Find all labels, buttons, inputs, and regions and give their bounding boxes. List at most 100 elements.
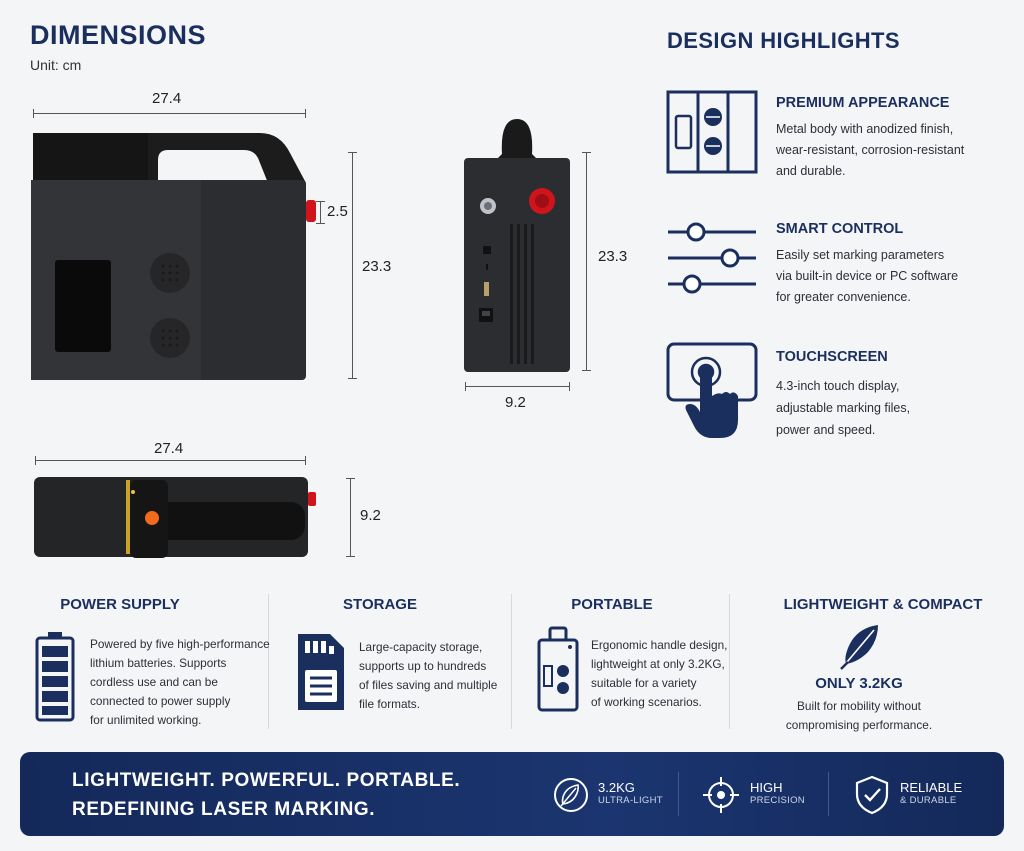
sd-card-icon <box>298 634 344 710</box>
side-view-device <box>464 119 570 372</box>
highlight-body-smart: Easily set marking parameters via built-… <box>776 245 958 308</box>
text-line: compromising performance. <box>785 718 933 732</box>
separator <box>828 772 829 816</box>
top-width-label: 27.4 <box>154 440 184 457</box>
banner-slogan: LIGHTWEIGHT. POWERFUL. PORTABLE. REDEFIN… <box>72 766 460 824</box>
badge-main: HIGH <box>750 780 783 795</box>
text-line: wear-resistant, corrosion-resistant <box>776 143 965 157</box>
badge-sub: & DURABLE <box>900 795 957 806</box>
top-depth-line <box>350 478 351 556</box>
dimensions-title: DIMENSIONS <box>30 20 207 50</box>
tick <box>33 109 34 118</box>
text-line: Easily set marking parameters <box>776 248 945 262</box>
text-line: 4.3-inch touch display, <box>776 379 900 393</box>
feature-title-lightweight: LIGHTWEIGHT & COMPACT <box>783 596 983 613</box>
text-line: via built-in device or PC software <box>776 269 959 283</box>
portable-device-icon <box>537 626 579 712</box>
text-line: for unlimited working. <box>90 713 202 727</box>
knob-dim-line <box>320 201 321 223</box>
feather-circle-icon <box>554 778 588 812</box>
side-depth-line <box>465 386 569 387</box>
side-depth-label: 9.2 <box>505 394 526 411</box>
tick <box>348 152 357 153</box>
feature-title-portable: PORTABLE <box>571 596 653 613</box>
front-height-label: 23.3 <box>362 258 392 275</box>
tick <box>348 378 357 379</box>
top-depth-label: 9.2 <box>360 507 381 524</box>
lightweight-highlight: ONLY 3.2KG <box>815 675 903 692</box>
banner-line-2: REDEFINING LASER MARKING. <box>72 799 376 820</box>
tick <box>305 109 306 118</box>
unit-label: Unit: cm <box>30 57 82 73</box>
tick <box>35 456 36 465</box>
badge-reliable: RELIABLE & DURABLE <box>900 780 962 806</box>
text-line: supports up to hundreds <box>359 659 487 673</box>
text-line: lightweight at only 3.2KG, <box>591 657 725 671</box>
top-width-line <box>35 460 305 461</box>
text-line: adjustable marking files, <box>776 401 911 415</box>
battery-icon <box>35 632 75 722</box>
tick <box>582 152 591 153</box>
text-line: Large-capacity storage, <box>359 640 483 654</box>
device-panel-icon <box>666 90 758 174</box>
badge-sub: PRECISION <box>750 795 805 806</box>
highlight-title-premium: PREMIUM APPEARANCE <box>776 95 950 111</box>
feature-title-power: POWER SUPPLY <box>60 596 180 613</box>
text-line: Ergonomic handle design, <box>591 638 728 652</box>
text-line: Powered by five high-performance <box>90 637 270 651</box>
tick <box>316 201 325 202</box>
tick <box>569 382 570 391</box>
text-line: cordless use and can be <box>90 675 218 689</box>
text-line: Built for mobility without <box>797 699 921 713</box>
bottom-banner: LIGHTWEIGHT. POWERFUL. PORTABLE. REDEFIN… <box>20 752 1004 836</box>
badge-main: 3.2KG <box>598 780 635 795</box>
feature-title-storage: STORAGE <box>343 596 417 613</box>
feature-body-power: Powered by five high-performance lithium… <box>90 635 270 730</box>
badge-precision: HIGH PRECISION <box>750 780 805 806</box>
banner-line-1: LIGHTWEIGHT. POWERFUL. PORTABLE. <box>72 770 461 791</box>
text-line: file formats. <box>359 697 420 711</box>
text-line: of files saving and multiple <box>359 678 498 692</box>
text-line: Metal body with anodized finish, <box>776 122 954 136</box>
highlight-body-touch: 4.3-inch touch display, adjustable marki… <box>776 375 910 441</box>
front-width-label: 27.4 <box>152 90 182 107</box>
highlight-title-touch: TOUCHSCREEN <box>776 349 888 365</box>
feather-icon <box>840 625 878 670</box>
tick <box>465 382 466 391</box>
shield-check-icon <box>855 775 889 815</box>
tick <box>316 223 325 224</box>
separator <box>678 772 679 816</box>
feature-body-storage: Large-capacity storage, supports up to h… <box>359 638 497 714</box>
tick <box>346 478 355 479</box>
text-line: lithium batteries. Supports <box>90 656 227 670</box>
text-line: of working scenarios. <box>591 695 702 709</box>
highlights-title: DESIGN HIGHLIGHTS <box>667 28 900 53</box>
separator <box>268 594 269 729</box>
sliders-icon <box>668 222 756 294</box>
text-line: connected to power supply <box>90 694 231 708</box>
text-line: power and speed. <box>776 423 876 437</box>
separator <box>511 594 512 729</box>
tick <box>346 556 355 557</box>
separator <box>729 594 730 729</box>
highlight-title-smart: SMART CONTROL <box>776 221 904 237</box>
front-height-line <box>352 152 353 378</box>
crosshair-icon <box>703 777 739 813</box>
text-line: and durable. <box>776 164 846 178</box>
front-width-line <box>33 113 305 114</box>
tick <box>582 370 591 371</box>
badge-ultralight: 3.2KG ULTRA-LIGHT <box>598 780 663 806</box>
badge-sub: ULTRA-LIGHT <box>598 795 663 806</box>
side-height-label: 23.3 <box>598 248 628 265</box>
knob-dim-label: 2.5 <box>327 203 348 220</box>
front-view-device <box>31 133 316 380</box>
badge-main: RELIABLE <box>900 780 963 795</box>
side-height-line <box>586 152 587 370</box>
highlight-body-premium: Metal body with anodized finish, wear-re… <box>776 119 964 182</box>
feature-body-lightweight: Built for mobility without compromising … <box>748 697 970 735</box>
text-line: for greater convenience. <box>776 290 911 304</box>
touch-screen-icon <box>666 342 758 438</box>
top-view-device <box>34 477 316 558</box>
tick <box>305 456 306 465</box>
text-line: suitable for a variety <box>591 676 697 690</box>
